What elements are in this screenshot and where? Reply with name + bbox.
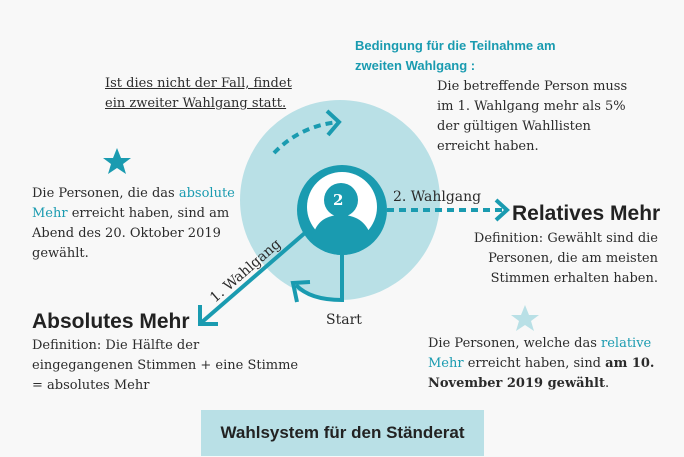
round1-arrowhead xyxy=(198,305,218,326)
second-round-note: Ist dies nicht der Fall, findet ein zwei… xyxy=(105,76,292,111)
round1-arrow xyxy=(200,230,308,324)
text: . xyxy=(604,376,610,391)
absolute-definition: Definition: Die Hälfte der eingegangenen… xyxy=(32,338,299,393)
round2-arrowhead xyxy=(494,198,510,222)
start-label: Start xyxy=(326,312,362,328)
star-icon xyxy=(103,148,131,174)
person-badge-number: 2 xyxy=(333,191,344,209)
condition-heading: Bedingung für die Teilnahme am zweiten W… xyxy=(355,38,556,73)
text: Die Personen, welche das xyxy=(428,336,602,351)
condition-text: Die betreffende Person muss im 1. Wahlga… xyxy=(437,79,628,154)
relative-winners-text: Die Personen, welche das relative Mehr e… xyxy=(428,334,660,394)
highlight: absolute Mehr xyxy=(32,186,235,221)
person-head xyxy=(324,183,358,217)
relative-title: Relatives Mehr xyxy=(512,202,661,225)
star-icon-light xyxy=(511,305,539,331)
text: erreicht haben, sind am Abend des 20. Ok… xyxy=(32,206,230,261)
absolute-title: Absolutes Mehr xyxy=(32,310,190,333)
round2-label: 2. Wahlgang xyxy=(393,189,482,205)
text: erreicht haben, sind xyxy=(463,356,606,371)
absolute-winners-text: Die Personen, die das absolute Mehr erre… xyxy=(32,184,262,264)
start-arrowhead xyxy=(290,280,311,303)
top-dashed-arc xyxy=(272,120,339,155)
person-body xyxy=(312,215,372,255)
top-arrowhead xyxy=(325,109,342,137)
highlight: relative Mehr xyxy=(428,336,652,371)
bold-date: am 10. November 2019 gewählt xyxy=(428,356,655,391)
relative-definition: Definition: Gewählt sind die Personen, d… xyxy=(473,231,658,286)
text: Die Personen, die das xyxy=(32,186,179,201)
page-title: Wahlsystem für den Ständerat xyxy=(201,410,484,456)
start-line xyxy=(294,255,344,303)
